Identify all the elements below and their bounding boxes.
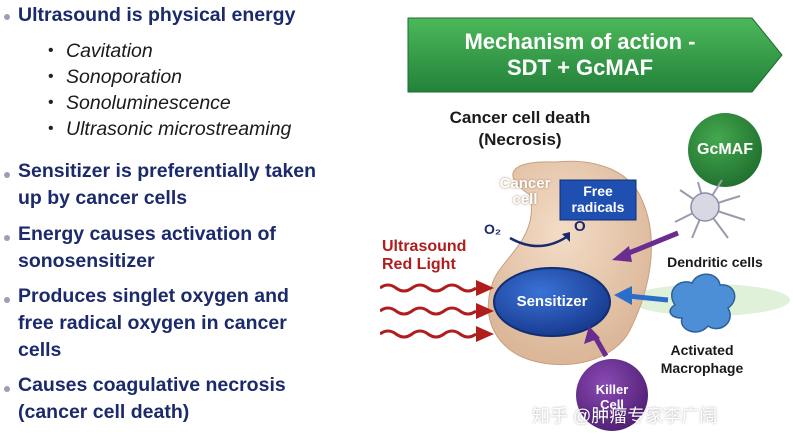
- bullet-dot: [4, 172, 10, 178]
- blue-arrowhead: [614, 286, 632, 305]
- killer-cell-label-line1: Killer: [595, 382, 629, 397]
- cancer-cell-label-line1: Cancer: [499, 175, 551, 192]
- sensitizer-label: Sensitizer: [516, 293, 588, 310]
- sub-item-sonoporation: Sonoporation: [48, 64, 182, 90]
- bullet-heading: Ultrasound is physical energy: [18, 4, 296, 26]
- banner-arrow-shape: [407, 17, 783, 93]
- macrophage-shape: [669, 273, 736, 333]
- dendritic-cells-label: Dendritic cells: [667, 254, 763, 270]
- bullet-dot: [4, 235, 10, 241]
- ultrasound-label: Ultrasound: [382, 238, 467, 255]
- cell-death-label-line1: Cancer cell death: [449, 108, 591, 127]
- purple-arrowhead-killer: [584, 326, 600, 344]
- sensitizer-oval: [493, 267, 611, 337]
- bullet-energy-line2: sonosensitizer: [18, 250, 155, 272]
- banner-title-line2: SDT + GcMAF: [506, 55, 654, 80]
- free-radicals-box: [559, 179, 637, 221]
- bullet-oxygen-line1: Produces singlet oxygen and: [18, 285, 289, 307]
- watermark: 知乎 @肿瘤专家李广阔: [532, 406, 718, 426]
- banner-title-line1: Mechanism of action -: [464, 29, 696, 54]
- macrophage-label-line2: Macrophage: [660, 360, 744, 376]
- killer-cell-label-line2: Cell: [600, 397, 624, 412]
- wavy-arrowheads: [476, 280, 494, 342]
- mechanism-diagram: Mechanism of action - SDT + GcMAF Cancer…: [380, 0, 793, 444]
- bullet-energy-line1: Energy causes activation of: [18, 223, 276, 245]
- bullet-necrosis-line2: (cancer cell death): [18, 401, 190, 423]
- o2-arrowhead: [562, 232, 570, 242]
- wavy-arrows: [380, 283, 477, 339]
- sub-item-microstreaming: Ultrasonic microstreaming: [48, 116, 291, 142]
- bullet-oxygen-line2: free radical oxygen in cancer: [18, 312, 287, 334]
- bullet-panel: Ultrasound is physical energy Cavitation…: [0, 0, 380, 444]
- cancer-cell-label-line2: cell: [512, 191, 538, 208]
- bullet-oxygen-line3: cells: [18, 339, 62, 361]
- bullet-sensitizer-line2: up by cancer cells: [18, 187, 188, 209]
- bullet-dot: [4, 14, 10, 20]
- bullet-sensitizer-line1: Sensitizer is preferentially taken: [18, 160, 317, 182]
- dendritic-cell-body: [690, 192, 720, 222]
- bullet-necrosis-line1: Causes coagulative necrosis: [18, 374, 286, 396]
- macrophage-label-line1: Activated: [670, 342, 734, 358]
- o2-label: O₂: [484, 221, 502, 237]
- bullet-dot: [4, 297, 10, 303]
- killer-cell-circle: [576, 359, 648, 431]
- cell-death-label-line2: (Necrosis): [478, 130, 562, 149]
- bullet-dot: [4, 386, 10, 392]
- o2-arrow: [509, 234, 569, 248]
- o-label: O: [574, 218, 586, 235]
- sub-item-sonoluminescence: Sonoluminescence: [48, 90, 231, 116]
- gcmaf-label: GcMAF: [697, 141, 753, 158]
- blue-arrow-line: [627, 293, 669, 303]
- purple-arrowhead-dendritic: [612, 246, 632, 262]
- free-radicals-label-line1: Free: [583, 183, 613, 199]
- gcmaf-circle: [688, 113, 762, 187]
- free-radicals-label-line2: radicals: [571, 199, 625, 215]
- diagram-graphics: [380, 17, 790, 431]
- sub-item-cavitation: Cavitation: [48, 38, 153, 64]
- red-light-label: Red Light: [382, 256, 456, 273]
